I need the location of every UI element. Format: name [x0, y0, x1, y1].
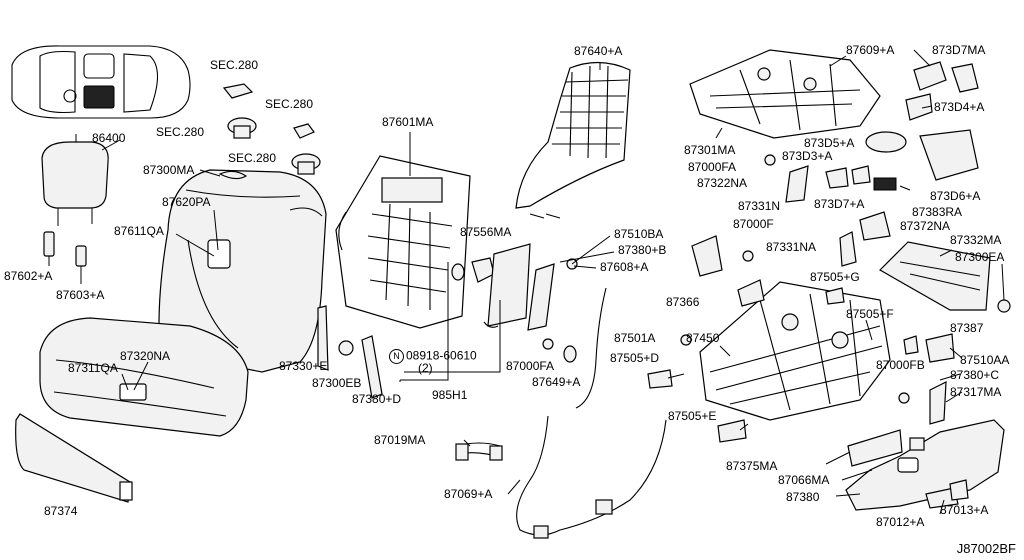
- callout-87602A[interactable]: 87602+A: [4, 269, 53, 283]
- callout-87505F[interactable]: 87505+F: [846, 307, 894, 321]
- callout-87372NA[interactable]: 87372NA: [900, 219, 951, 233]
- callout-sec280-c[interactable]: SEC.280: [156, 125, 205, 139]
- callout-86400[interactable]: 86400: [92, 131, 126, 145]
- callout-87640A[interactable]: 87640+A: [574, 44, 623, 58]
- callout-87013A[interactable]: 87013+A: [940, 503, 989, 517]
- callout-87019MA[interactable]: 87019MA: [374, 433, 426, 447]
- callout-87366[interactable]: 87366: [666, 295, 700, 309]
- callout-87380C[interactable]: 87380+C: [950, 368, 1000, 382]
- callout-87374[interactable]: 87374: [44, 504, 78, 518]
- callout-87649A[interactable]: 87649+A: [532, 375, 581, 389]
- callout-sec280-d[interactable]: SEC.280: [228, 151, 277, 165]
- callout-87317MA[interactable]: 87317MA: [950, 385, 1002, 399]
- side-cover-part: [845, 381, 1005, 511]
- callout-87320NA[interactable]: 87320NA: [120, 349, 171, 363]
- seat-back-frame-part: [335, 155, 471, 329]
- callout-87375MA[interactable]: 87375MA: [726, 459, 778, 473]
- n-circle-icon: N: [389, 349, 404, 364]
- callout-87611QA[interactable]: 87611QA: [114, 224, 164, 238]
- callout-87501A[interactable]: 87501A: [614, 331, 656, 345]
- headrest-guide-part: [43, 231, 87, 284]
- callout-87300MA[interactable]: 87300MA: [143, 163, 195, 177]
- callout-sec280-a[interactable]: SEC.280: [210, 58, 259, 72]
- callout-873D4A[interactable]: 873D4+A: [934, 100, 985, 114]
- callout-87000FA-a[interactable]: 87000FA: [506, 359, 555, 373]
- front-trim-part: [15, 413, 133, 503]
- callout-873D3A[interactable]: 873D3+A: [782, 149, 833, 163]
- middle-small-parts: [317, 243, 578, 399]
- callout-87601MA[interactable]: 87601MA: [382, 115, 434, 129]
- side-shield-part: [879, 241, 1011, 313]
- callout-87331N[interactable]: 87331N: [738, 199, 781, 213]
- callout-87301MA[interactable]: 87301MA: [684, 143, 736, 157]
- callout-87505G[interactable]: 87505+G: [810, 270, 860, 284]
- seat-back-part: [158, 169, 327, 373]
- callout-87380B[interactable]: 87380+B: [618, 243, 667, 257]
- callout-87066MA[interactable]: 87066MA: [778, 473, 830, 487]
- callout-87300EB[interactable]: 87300EB: [312, 376, 362, 390]
- sensor-components-part: [764, 61, 979, 241]
- callout-87331NA[interactable]: 87331NA: [766, 240, 817, 254]
- callout-sec280-b[interactable]: SEC.280: [265, 97, 314, 111]
- callout-87609A[interactable]: 87609+A: [846, 43, 895, 57]
- lumbar-support-part: [515, 61, 631, 219]
- callout-87510BA[interactable]: 87510BA: [614, 227, 664, 241]
- callout-87300EA[interactable]: 87300EA: [955, 250, 1005, 264]
- callout-873D7MA[interactable]: 873D7MA: [932, 43, 986, 57]
- callout-87505E[interactable]: 87505+E: [668, 409, 717, 423]
- seat-track-part: [699, 281, 891, 421]
- callout-qty-2: (2): [418, 361, 433, 375]
- callout-87510AA[interactable]: 87510AA: [960, 353, 1010, 367]
- callout-87603A[interactable]: 87603+A: [56, 288, 105, 302]
- callout-87000F[interactable]: 87000F: [733, 217, 774, 231]
- callout-bracket: [399, 262, 501, 382]
- callout-87069A[interactable]: 87069+A: [444, 487, 493, 501]
- callout-87332MA[interactable]: 87332MA: [950, 233, 1002, 247]
- callout-87000FB[interactable]: 87000FB: [876, 358, 925, 372]
- callout-87608A[interactable]: 87608+A: [600, 260, 649, 274]
- leader-lines: [101, 49, 1005, 515]
- track-accessories-part: [647, 231, 955, 443]
- callout-873D6A[interactable]: 873D6+A: [930, 189, 981, 203]
- wire-harness-part: [455, 287, 667, 539]
- callout-87620PA[interactable]: 87620PA: [162, 195, 211, 209]
- callout-873D7A[interactable]: 873D7+A: [814, 197, 865, 211]
- callout-87383RA[interactable]: 87383RA: [912, 205, 963, 219]
- cushion-frame-part: [689, 49, 881, 139]
- callout-87380D[interactable]: 87380+D: [352, 392, 402, 406]
- callout-87556MA[interactable]: 87556MA: [460, 225, 512, 239]
- callout-87322NA[interactable]: 87322NA: [697, 176, 748, 190]
- callout-87380[interactable]: 87380: [786, 490, 820, 504]
- callout-87330E[interactable]: 87330+E: [279, 359, 328, 373]
- car-silhouette-icon: [11, 45, 191, 119]
- callout-87450[interactable]: 87450: [686, 331, 720, 345]
- seat-cushion-part: [39, 317, 249, 437]
- callout-873D5A[interactable]: 873D5+A: [804, 136, 855, 150]
- callout-87505D[interactable]: 87505+D: [610, 351, 660, 365]
- callout-985H1[interactable]: 985H1: [432, 388, 468, 402]
- switch-modules-part: [222, 83, 321, 175]
- diagram-reference-code: J87002BF: [956, 541, 1016, 556]
- callout-87012A[interactable]: 87012+A: [876, 515, 925, 529]
- callout-87311QA[interactable]: 87311QA: [68, 361, 118, 375]
- headrest-part: [41, 134, 109, 226]
- callout-87387[interactable]: 87387: [950, 321, 984, 335]
- callout-87000FA-b[interactable]: 87000FA: [688, 160, 737, 174]
